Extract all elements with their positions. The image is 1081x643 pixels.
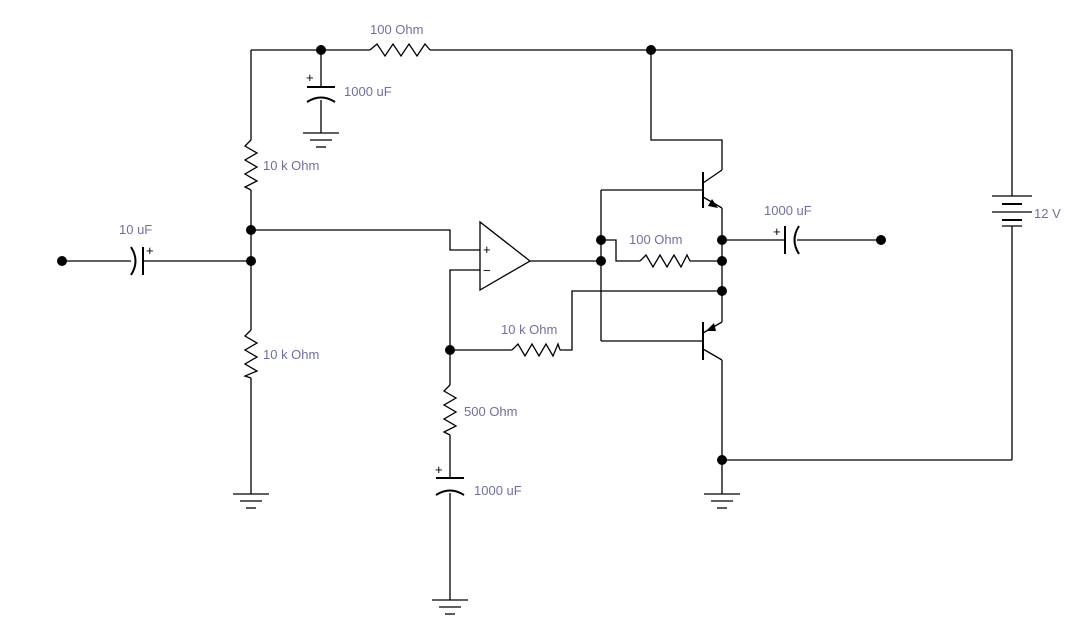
resistor-top-100ohm <box>369 42 431 58</box>
label-resistor-feedback: 10 k Ohm <box>501 322 557 337</box>
ground-top-cap <box>303 132 339 148</box>
battery-12v <box>992 195 1032 227</box>
opamp-plus-sign: + <box>483 242 491 257</box>
component-labels: 100 Ohm 1000 uF 10 k Ohm 10 uF 10 k Ohm … <box>119 22 1061 498</box>
label-resistor-top: 100 Ohm <box>370 22 423 37</box>
ground-transistor <box>704 493 740 509</box>
label-resistor-output: 100 Ohm <box>629 232 682 247</box>
label-resistor-bias-lower: 10 k Ohm <box>263 347 319 362</box>
label-cap-top: 1000 uF <box>344 84 392 99</box>
ground-bottom-cap <box>432 599 468 615</box>
capacitor-bottom-1000uf: + <box>435 462 465 496</box>
transistor-npn-upper <box>702 169 723 209</box>
cap-plus-sign: + <box>435 462 443 477</box>
ground-left <box>233 493 269 509</box>
resistor-feedback <box>511 342 561 358</box>
label-cap-bottom: 1000 uF <box>474 483 522 498</box>
capacitor-top-1000uf: + <box>306 70 336 103</box>
label-resistor-bias-upper: 10 k Ohm <box>263 158 319 173</box>
resistor-bias-upper <box>243 139 259 191</box>
resistor-500ohm <box>442 384 458 436</box>
junction-dots <box>57 45 886 465</box>
label-cap-output: 1000 uF <box>764 203 812 218</box>
label-resistor-500: 500 Ohm <box>464 404 517 419</box>
cap-plus-sign: + <box>146 243 154 258</box>
resistor-output-100ohm <box>639 253 691 269</box>
cap-plus-sign: + <box>773 224 781 239</box>
op-amp: + − <box>479 220 532 292</box>
cap-plus-sign: + <box>306 70 314 85</box>
label-cap-input: 10 uF <box>119 222 152 237</box>
capacitor-input-10uf: + <box>130 243 154 276</box>
label-battery: 12 V <box>1034 206 1061 221</box>
resistor-bias-lower <box>243 329 259 379</box>
capacitor-output-1000uf: + <box>773 224 800 255</box>
opamp-minus-sign: − <box>483 263 491 278</box>
transistor-pnp-lower <box>702 321 723 361</box>
